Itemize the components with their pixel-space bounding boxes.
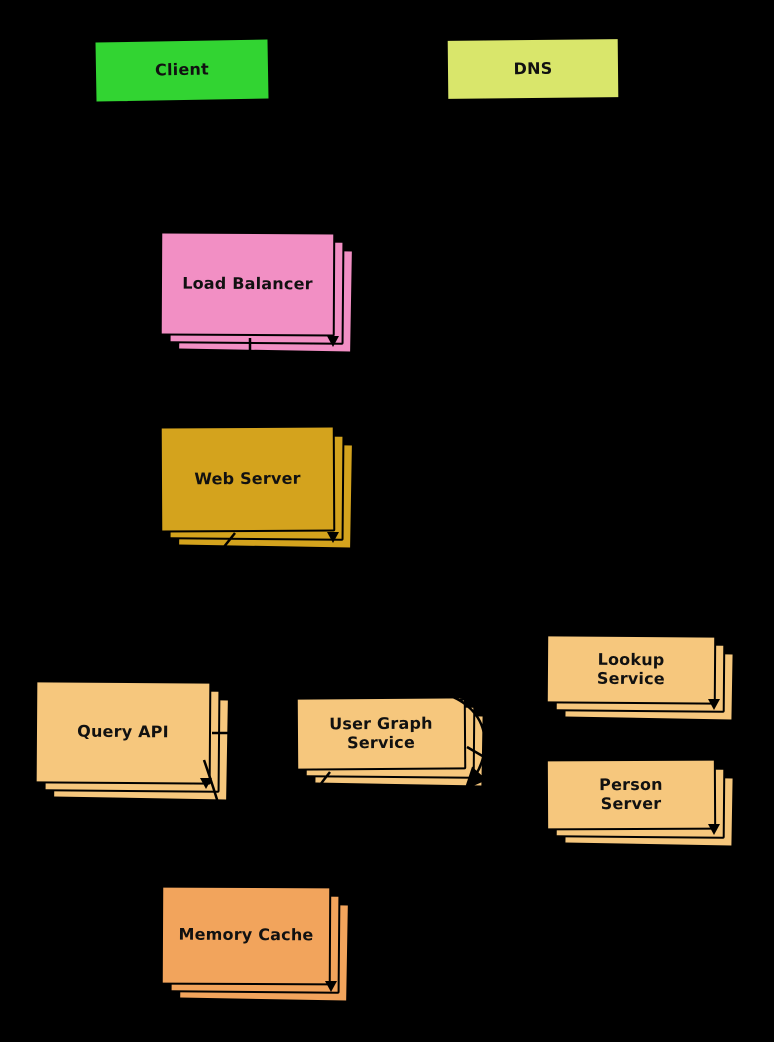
edge-web-server-query-api — [126, 532, 236, 680]
edge-client-load-balancer — [181, 103, 250, 231]
node-web-server-label: Web Server — [194, 468, 301, 489]
node-lookup-service-label: Lookup Service — [596, 649, 665, 688]
node-dns-label: DNS — [513, 58, 553, 78]
node-person-server-label: Person Server — [599, 774, 663, 813]
node-lookup-service: Lookup Service — [545, 634, 735, 722]
node-load-balancer: Load Balancer — [159, 231, 354, 354]
node-query-api-box: Query API — [34, 680, 212, 785]
node-dns: DNS — [445, 37, 621, 101]
edge-user-graph-memory-cache — [264, 771, 331, 885]
node-load-balancer-box: Load Balancer — [159, 231, 336, 337]
node-query-api-label: Query API — [77, 721, 169, 742]
node-client-label: Client — [154, 59, 210, 80]
node-lookup-service-box: Lookup Service — [545, 634, 717, 705]
node-user-graph-service-label: User Graph Service — [329, 713, 433, 752]
node-user-graph-service: User Graph Service — [295, 696, 485, 788]
node-query-api: Query API — [34, 680, 230, 802]
node-memory-cache-box: Memory Cache — [160, 885, 332, 986]
edge-user-graph-lookup — [459, 671, 544, 702]
node-client-box: Client — [93, 37, 271, 104]
node-person-server-box: Person Server — [545, 758, 717, 831]
node-person-server: Person Server — [545, 758, 735, 848]
node-dns-box: DNS — [445, 37, 621, 101]
node-user-graph-service-box: User Graph Service — [295, 696, 467, 771]
node-web-server: Web Server — [159, 425, 354, 550]
node-load-balancer-label: Load Balancer — [182, 273, 313, 294]
node-client: Client — [93, 37, 271, 104]
node-memory-cache: Memory Cache — [160, 885, 350, 1003]
node-memory-cache-label: Memory Cache — [178, 924, 314, 945]
node-web-server-box: Web Server — [159, 425, 336, 533]
